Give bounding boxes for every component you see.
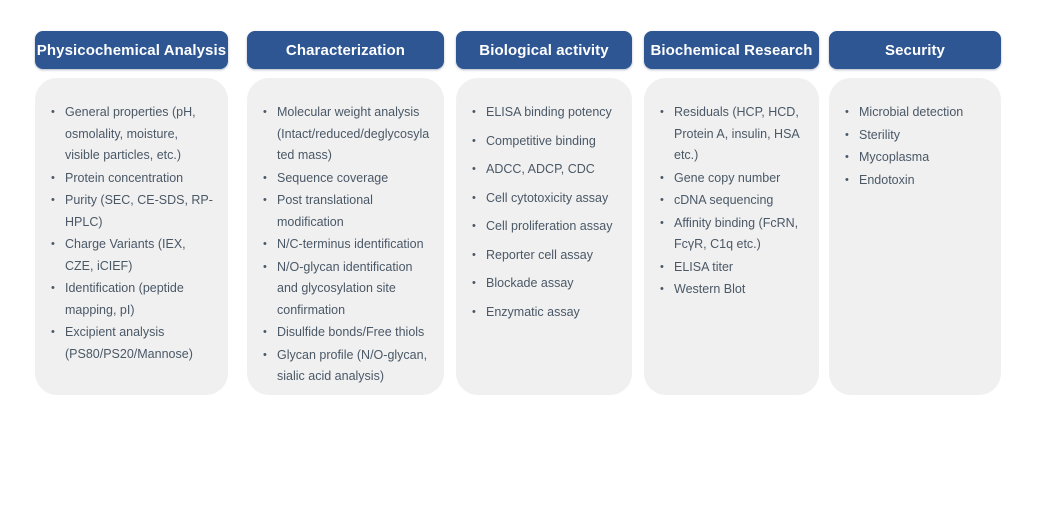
list-item: Glycan profile (N/O-glycan, sialic acid … <box>260 345 432 388</box>
column-card-physicochemical-analysis: General properties (pH, osmolality, mois… <box>35 78 228 395</box>
list-item: Sterility <box>842 125 989 147</box>
column-card-security: Microbial detectionSterilityMycoplasmaEn… <box>829 78 1001 395</box>
column-header-physicochemical-analysis: Physicochemical Analysis <box>35 31 228 69</box>
list-item: ELISA binding potency <box>469 102 620 124</box>
column-header-characterization: Characterization <box>247 31 444 69</box>
list-item: N/C-terminus identification <box>260 234 432 256</box>
columns-row: Physicochemical Analysis General propert… <box>35 31 1001 395</box>
column-card-biochemical-research: Residuals (HCP, HCD, Protein A, insulin,… <box>644 78 819 395</box>
list-item: Sequence coverage <box>260 168 432 190</box>
list-item: Disulfide bonds/Free thiols <box>260 322 432 344</box>
list-item: Competitive binding <box>469 131 620 153</box>
column-header-biochemical-research: Biochemical Research <box>644 31 819 69</box>
column-card-biological-activity: ELISA binding potencyCompetitive binding… <box>456 78 632 395</box>
list-item: ELISA titer <box>657 257 807 279</box>
list-item: Charge Variants (IEX, CZE, iCIEF) <box>48 234 216 277</box>
column-physicochemical-analysis: Physicochemical Analysis General propert… <box>35 31 228 395</box>
list-item: Cell proliferation assay <box>469 216 620 238</box>
list-item: Affinity binding (FcRN, FcγR, C1q etc.) <box>657 213 807 256</box>
list-item: Molecular weight analysis (Intact/reduce… <box>260 102 432 167</box>
list-item: Excipient analysis (PS80/PS20/Mannose) <box>48 322 216 365</box>
list-item: cDNA sequencing <box>657 190 807 212</box>
column-header-biological-activity: Biological activity <box>456 31 632 69</box>
column-card-characterization: Molecular weight analysis (Intact/reduce… <box>247 78 444 395</box>
list-item: Western Blot <box>657 279 807 301</box>
list-item: Mycoplasma <box>842 147 989 169</box>
column-header-security: Security <box>829 31 1001 69</box>
list-item: ADCC, ADCP, CDC <box>469 159 620 181</box>
list-item: Residuals (HCP, HCD, Protein A, insulin,… <box>657 102 807 167</box>
list-item: N/O-glycan identification and glycosylat… <box>260 257 432 322</box>
column-security: Security Microbial detectionSterilityMyc… <box>829 31 1001 395</box>
list-item: Endotoxin <box>842 170 989 192</box>
list-item: Enzymatic assay <box>469 302 620 324</box>
list-item: General properties (pH, osmolality, mois… <box>48 102 216 167</box>
list-item: Identification (peptide mapping, pI) <box>48 278 216 321</box>
list-item: Protein concentration <box>48 168 216 190</box>
list-item: Blockade assay <box>469 273 620 295</box>
list-item: Purity (SEC, CE-SDS, RP-HPLC) <box>48 190 216 233</box>
list-item: Cell cytotoxicity assay <box>469 188 620 210</box>
column-biological-activity: Biological activity ELISA binding potenc… <box>456 31 632 395</box>
list-item: Gene copy number <box>657 168 807 190</box>
list-item: Reporter cell assay <box>469 245 620 267</box>
list-item: Post translational modification <box>260 190 432 233</box>
column-characterization: Characterization Molecular weight analys… <box>247 31 444 395</box>
column-biochemical-research: Biochemical Research Residuals (HCP, HCD… <box>644 31 819 395</box>
list-item: Microbial detection <box>842 102 989 124</box>
